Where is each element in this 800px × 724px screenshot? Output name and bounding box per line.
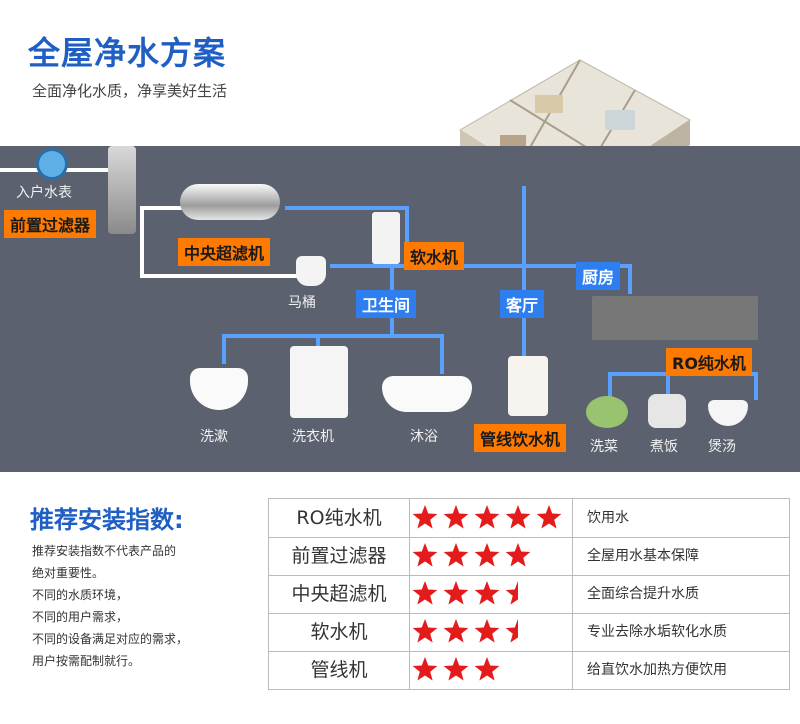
prefilter-device-icon xyxy=(108,146,136,234)
star-icon xyxy=(443,505,469,529)
toilet-pipe xyxy=(140,274,315,278)
ro-purifier-tag: RO纯水机 xyxy=(666,348,752,376)
star-icon xyxy=(474,581,500,605)
prefilter-outlet-pipe xyxy=(140,206,185,210)
house-feed-pipe xyxy=(522,186,526,266)
recommend-title: 推荐安装指数: xyxy=(30,506,184,534)
washing-machine-icon xyxy=(290,346,348,418)
row-description: 饮用水 xyxy=(572,499,800,537)
star-rating xyxy=(412,657,500,681)
pipeline-dispenser-tag: 管线饮水机 xyxy=(474,424,567,452)
star-icon xyxy=(443,581,469,605)
recommend-note-6: 用户按需配制就行。 xyxy=(32,654,141,668)
half-star-icon xyxy=(505,581,518,605)
star-icon xyxy=(505,543,531,567)
star-icon xyxy=(412,581,438,605)
plumbing-diagram-panel: 入户水表 马桶 洗漱 洗衣机 沐浴 洗菜 煮饭 煲汤 前置过滤器 中央超滤机 软… xyxy=(0,146,800,472)
star-icon xyxy=(443,657,469,681)
bath-pipe xyxy=(440,334,444,374)
star-icon xyxy=(505,505,531,529)
recommend-note-2: 绝对重要性。 xyxy=(32,566,105,580)
star-icon xyxy=(443,543,469,567)
star-rating xyxy=(412,619,518,643)
bathroom-branch-pipe xyxy=(222,334,444,338)
central-ultrafilter-device-icon xyxy=(180,184,280,220)
washbasin-icon xyxy=(190,368,248,410)
washbasin-pipe xyxy=(222,334,226,364)
soup-label: 煲汤 xyxy=(708,439,736,455)
star-icon xyxy=(412,543,438,567)
bypass-pipe xyxy=(140,206,144,278)
recommend-note-5: 不同的设备满足对应的需求， xyxy=(32,632,189,646)
recommend-row: 中央超滤机 全面综合提升水质 xyxy=(269,575,789,614)
veg-label: 洗菜 xyxy=(590,439,618,455)
row-product-name: RO纯水机 xyxy=(269,499,410,537)
softener-riser-pipe xyxy=(405,206,409,266)
page-subtitle: 全面净化水质，净享美好生活 xyxy=(32,82,228,100)
recommend-row: 软水机 专业去除水垢软化水质 xyxy=(269,613,789,652)
washer-pipe xyxy=(316,334,320,354)
living-room-tag: 客厅 xyxy=(500,290,545,318)
recommend-note-4: 不同的用户需求， xyxy=(32,610,129,624)
vegetable-bowl-icon xyxy=(586,396,628,428)
toilet-label: 马桶 xyxy=(288,295,316,311)
star-icon xyxy=(443,619,469,643)
star-icon xyxy=(474,505,500,529)
bathroom-tag: 卫生间 xyxy=(356,290,417,318)
softener-tag: 软水机 xyxy=(404,242,465,270)
prefilter-tag: 前置过滤器 xyxy=(4,210,97,238)
washer-label: 洗衣机 xyxy=(292,429,334,445)
row-product-name: 中央超滤机 xyxy=(269,575,410,613)
star-rating xyxy=(412,505,562,529)
toilet-icon xyxy=(296,256,326,286)
star-rating xyxy=(412,543,531,567)
meter-label: 入户水表 xyxy=(16,185,72,201)
bathtub-icon xyxy=(382,376,472,412)
recommend-table: RO纯水机 饮用水 前置过滤器 全屋用水基本保障 中央超滤机 全面综合提升水质 … xyxy=(268,498,790,690)
recommend-note-1: 推荐安装指数不代表产品的 xyxy=(32,544,177,558)
page-title: 全屋净水方案 xyxy=(28,34,227,72)
row-description: 专业去除水垢软化水质 xyxy=(572,613,800,651)
rice-label: 煮饭 xyxy=(650,439,678,455)
kitchen-tag: 厨房 xyxy=(576,262,621,290)
main-blue-pipe xyxy=(330,264,630,268)
kitchen-counter-icon xyxy=(592,296,758,340)
row-description: 给直饮水加热方便饮用 xyxy=(572,651,800,689)
water-meter-icon xyxy=(36,148,68,180)
recommend-row: RO纯水机 饮用水 xyxy=(269,499,789,538)
recommend-row: 管线机 给直饮水加热方便饮用 xyxy=(269,651,789,689)
star-icon xyxy=(412,657,438,681)
washbasin-label: 洗漱 xyxy=(200,429,228,445)
central-ultrafilter-tag: 中央超滤机 xyxy=(178,238,271,266)
row-description: 全面综合提升水质 xyxy=(572,575,800,613)
half-star-icon xyxy=(505,619,518,643)
star-icon xyxy=(474,657,500,681)
star-icon xyxy=(474,619,500,643)
soup-pipe xyxy=(754,372,758,400)
central-outlet-pipe xyxy=(285,206,405,210)
row-description: 全屋用水基本保障 xyxy=(572,537,800,575)
pipeline-dispenser-icon xyxy=(508,356,548,416)
rice-pipe xyxy=(666,372,670,400)
star-icon xyxy=(536,505,562,529)
star-icon xyxy=(474,543,500,567)
row-product-name: 管线机 xyxy=(269,651,410,689)
recommend-note-3: 不同的水质环境， xyxy=(32,588,129,602)
star-icon xyxy=(412,505,438,529)
star-icon xyxy=(412,619,438,643)
row-product-name: 软水机 xyxy=(269,613,410,651)
star-rating xyxy=(412,581,518,605)
soup-pot-icon xyxy=(708,400,748,426)
recommend-row: 前置过滤器 全屋用水基本保障 xyxy=(269,537,789,576)
kitchen-riser-pipe xyxy=(628,264,632,294)
bath-label: 沐浴 xyxy=(410,429,438,445)
row-product-name: 前置过滤器 xyxy=(269,537,410,575)
softener-device-icon xyxy=(372,212,400,264)
rice-cooker-icon xyxy=(648,394,686,428)
veg-pipe xyxy=(608,372,612,400)
